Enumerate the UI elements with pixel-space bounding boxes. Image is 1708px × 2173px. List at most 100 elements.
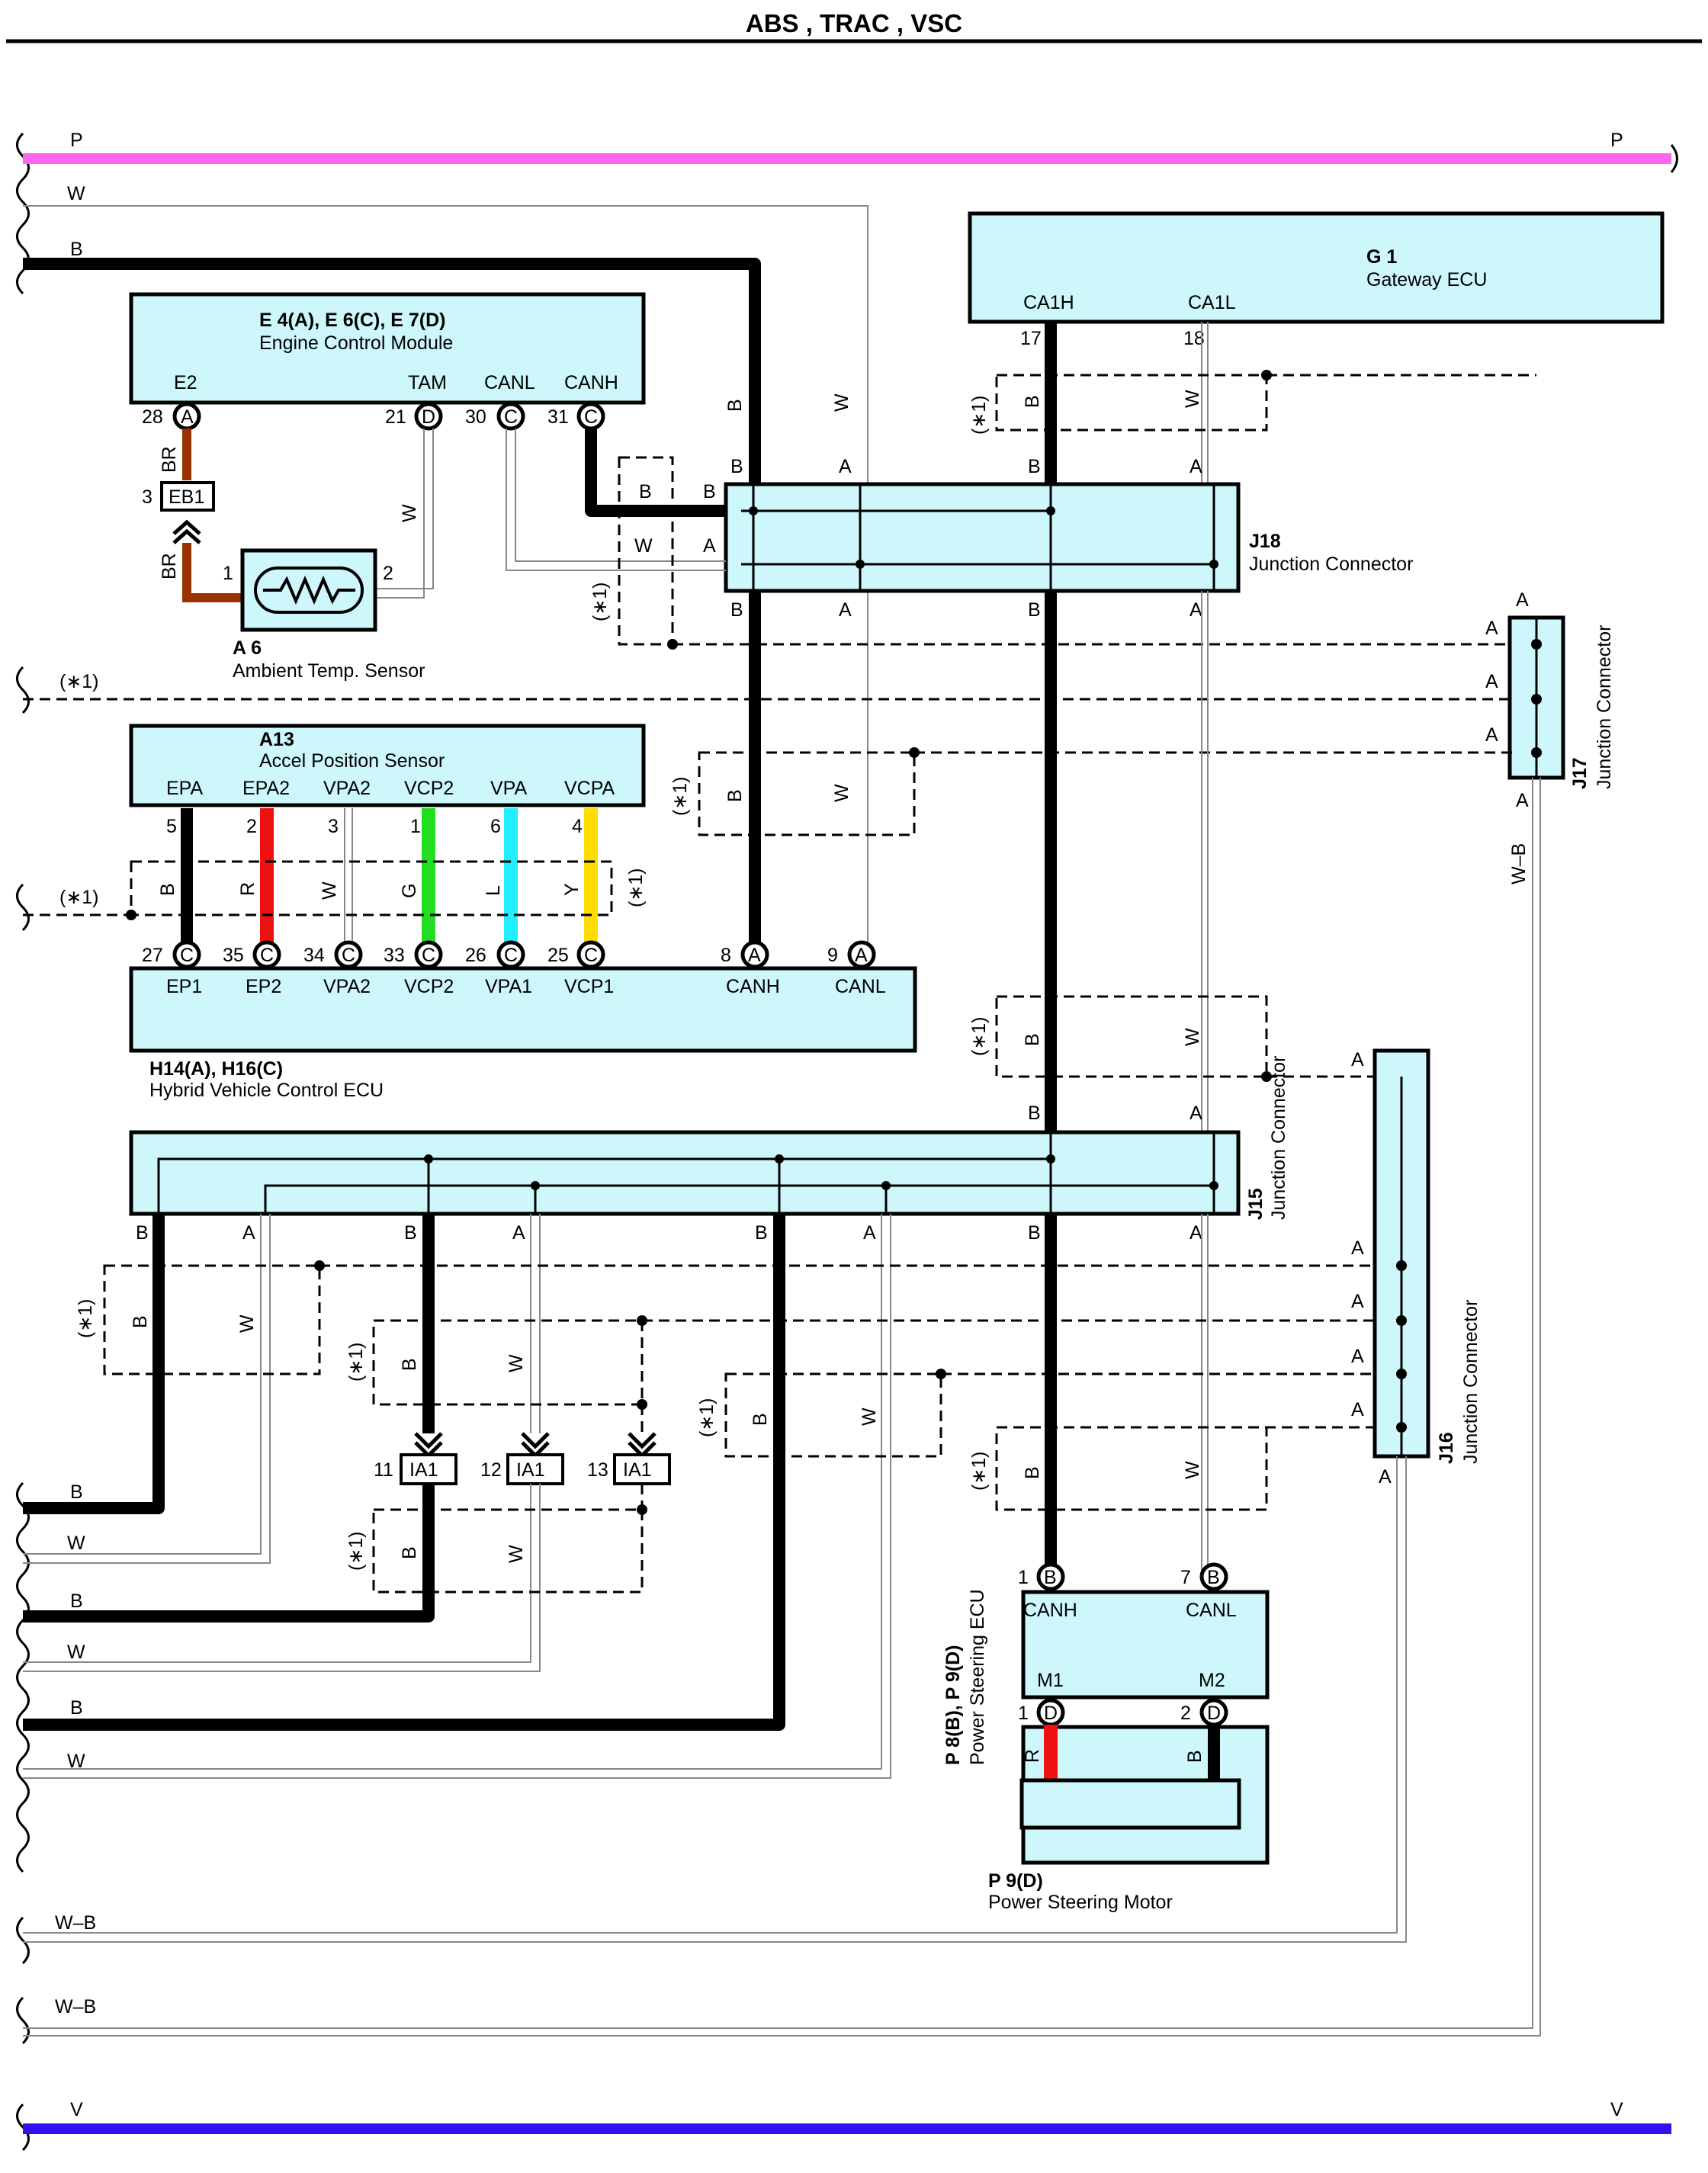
svg-text:A: A: [512, 1222, 525, 1244]
page-title: ABS , TRAC , VSC: [746, 9, 962, 37]
svg-text:34: 34: [303, 945, 325, 966]
wire-j15-b1: [23, 1214, 165, 1514]
svg-text:A: A: [855, 945, 868, 966]
svg-text:1: 1: [410, 816, 421, 837]
svg-text:(∗1): (∗1): [75, 1298, 96, 1338]
aps-name: Accel Position Sensor: [259, 750, 445, 772]
svg-text:BR: BR: [159, 446, 180, 473]
svg-text:(∗1): (∗1): [345, 1342, 367, 1382]
svg-text:A: A: [1516, 589, 1529, 611]
svg-text:B: B: [130, 1315, 151, 1328]
svg-text:(∗1): (∗1): [59, 887, 99, 908]
svg-text:26: 26: [465, 945, 486, 966]
ecm-box: [129, 292, 646, 405]
svg-text:B: B: [70, 1481, 83, 1503]
svg-text:25: 25: [547, 945, 569, 966]
svg-text:2: 2: [1180, 1703, 1191, 1724]
svg-text:A: A: [1351, 1291, 1364, 1312]
svg-text:R: R: [237, 882, 258, 896]
svg-text:A: A: [1351, 1049, 1364, 1070]
shield-gateway: [995, 374, 1268, 432]
ps-ecu-code: P 8(B), P 9(D): [942, 1645, 964, 1765]
j15-box: [129, 1130, 1241, 1216]
svg-text:EPA2: EPA2: [242, 778, 290, 799]
svg-text:(∗1): (∗1): [589, 582, 611, 621]
ecm-pin-canl: CANL: [484, 372, 535, 393]
wire-j15-canl: [1201, 1214, 1209, 1578]
svg-text:W: W: [67, 1533, 85, 1554]
svg-text:CANH: CANH: [726, 976, 780, 997]
svg-text:A: A: [1351, 1346, 1364, 1367]
svg-text:B: B: [404, 1222, 417, 1244]
svg-text:W: W: [1182, 1028, 1203, 1046]
svg-text:2: 2: [383, 563, 393, 584]
bus-p-label-right: P: [1610, 130, 1623, 151]
svg-text:A: A: [748, 945, 761, 966]
svg-text:IA1: IA1: [516, 1459, 545, 1481]
ecm-code: E 4(A), E 6(C), E 7(D): [259, 310, 445, 331]
svg-text:W–B: W–B: [1508, 843, 1530, 884]
svg-text:R: R: [1022, 1749, 1043, 1763]
svg-text:W–B: W–B: [55, 1912, 96, 1934]
svg-text:W: W: [67, 1751, 85, 1772]
svg-text:VPA1: VPA1: [485, 976, 532, 997]
svg-text:B: B: [724, 789, 746, 802]
svg-text:W: W: [1182, 390, 1203, 408]
svg-text:B: B: [399, 1358, 420, 1371]
svg-text:1: 1: [1018, 1703, 1029, 1724]
svg-text:W: W: [859, 1407, 880, 1426]
svg-text:(∗1): (∗1): [59, 671, 99, 692]
svg-text:M1: M1: [1037, 1670, 1064, 1691]
svg-text:A: A: [703, 535, 716, 557]
svg-text:C: C: [260, 945, 274, 966]
bus-p-label-left: P: [70, 130, 83, 151]
sensor-name: Ambient Temp. Sensor: [233, 660, 425, 682]
wire-j17-wb: [23, 778, 1541, 2037]
gateway-ecu-name: Gateway ECU: [1366, 269, 1487, 290]
svg-text:B: B: [1022, 1466, 1043, 1479]
svg-text:31: 31: [547, 406, 569, 428]
svg-text:W: W: [319, 881, 340, 900]
svg-text:EPA: EPA: [166, 778, 203, 799]
j18-box: [724, 482, 1241, 593]
j16-name: Junction Connector: [1460, 1300, 1482, 1464]
svg-text:3: 3: [142, 486, 152, 508]
svg-text:C: C: [584, 945, 598, 966]
wire-w-top-feed: [23, 205, 868, 962]
shield-ecm: [618, 456, 674, 646]
svg-text:W: W: [506, 1545, 527, 1563]
gateway-pin-ca1l: CA1L: [1188, 292, 1236, 313]
wire-vpa2: [344, 808, 353, 953]
svg-text:B: B: [639, 481, 652, 502]
svg-text:A: A: [1485, 671, 1498, 692]
eb1-chevron: [172, 519, 201, 544]
ia1-connectors: IA1 IA1 IA1 11 12 13: [374, 1404, 671, 1485]
j17-name: Junction Connector: [1594, 625, 1615, 789]
eb1-connector: [160, 481, 215, 512]
svg-text:VCP2: VCP2: [404, 976, 454, 997]
svg-text:A: A: [1485, 724, 1498, 746]
aps-box: [129, 724, 646, 807]
svg-text:A: A: [863, 1222, 876, 1244]
svg-text:C: C: [180, 945, 194, 966]
svg-text:B: B: [1184, 1750, 1206, 1763]
aps-code: A13: [259, 729, 294, 750]
ecm-pin-tam: TAM: [408, 372, 447, 393]
svg-text:12: 12: [480, 1459, 502, 1481]
svg-text:C: C: [422, 945, 435, 966]
svg-text:VCP1: VCP1: [564, 976, 614, 997]
shield-j15-3: [724, 1372, 942, 1458]
svg-text:D: D: [1207, 1703, 1221, 1724]
wire-ecm-canh: [585, 429, 726, 517]
svg-text:CANH: CANH: [1023, 1600, 1077, 1621]
svg-text:(∗1): (∗1): [968, 1016, 990, 1056]
shield-ia1: [372, 1508, 644, 1594]
eb1-label: EB1: [169, 486, 204, 508]
j15-name: Junction Connector: [1268, 1056, 1289, 1220]
shield-j15-top: [995, 995, 1268, 1078]
svg-text:A: A: [1485, 618, 1498, 639]
svg-text:B: B: [730, 599, 743, 621]
svg-text:B: B: [1022, 1033, 1043, 1046]
svg-text:B: B: [1028, 1222, 1041, 1244]
